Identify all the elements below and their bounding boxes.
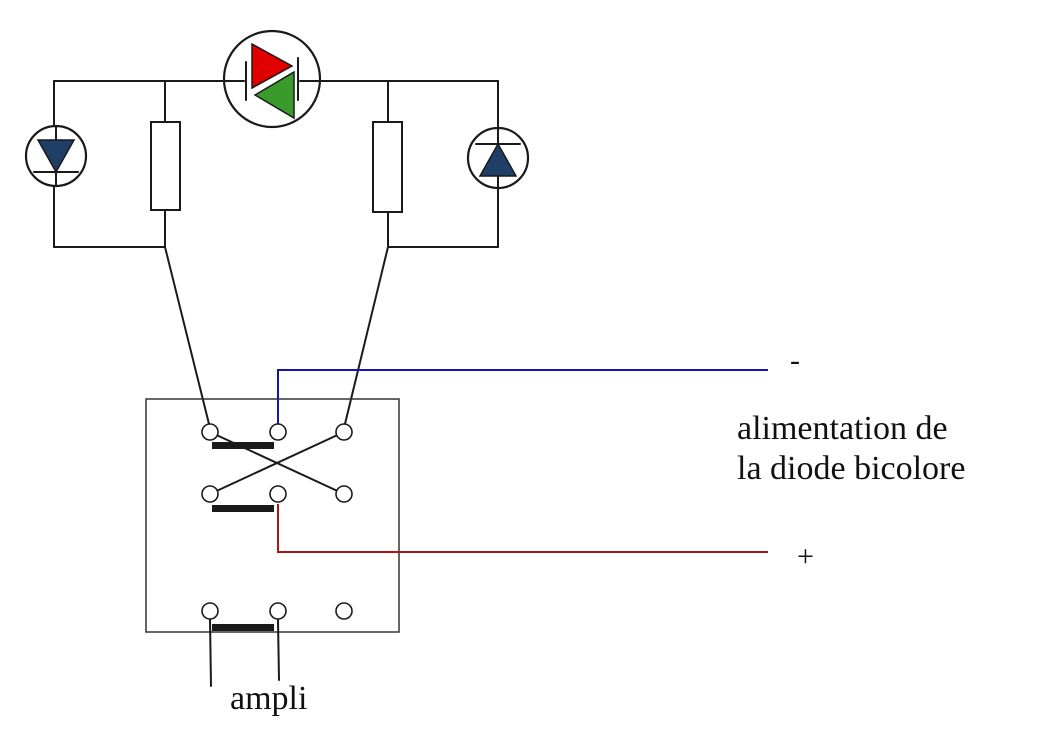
- left-zener-diode-triangle: [36, 139, 76, 174]
- terminal-1-3: [335, 423, 353, 441]
- terminal-1-1: [201, 423, 219, 441]
- bicolor-led-red-triangle: [251, 42, 294, 90]
- switch-box: [145, 398, 400, 633]
- bicolor-led: [222, 29, 322, 129]
- positive-supply-wire: [277, 504, 768, 553]
- contact-bar-row-3: [212, 624, 274, 631]
- bicolor-led-green-triangle: [253, 70, 295, 120]
- switch-cross-wires: [209, 431, 345, 495]
- negative-supply-wire: [277, 369, 768, 424]
- minus-label: -: [790, 344, 800, 377]
- contact-bar-row-1: [212, 442, 274, 449]
- left-resistor: [150, 80, 181, 248]
- ampli-wires: [209, 619, 280, 687]
- terminal-3-1: [201, 602, 219, 620]
- right-zener-diode-branch: [466, 80, 530, 248]
- terminal-2-1: [201, 485, 219, 503]
- plus-label: +: [797, 540, 814, 573]
- right-zener-diode-triangle: [478, 142, 518, 177]
- supply-label-line-1: alimentation de: [737, 410, 948, 447]
- switch-terminals: [201, 423, 353, 620]
- ampli-label: ampli: [230, 680, 308, 717]
- contact-bar-row-2: [212, 505, 274, 512]
- terminal-3-3: [335, 602, 353, 620]
- terminal-3-2: [269, 602, 287, 620]
- right-resistor: [372, 80, 403, 248]
- left-zener-diode-branch: [24, 80, 88, 248]
- supply-label-line-2: la diode bicolore: [737, 450, 966, 487]
- terminal-2-3: [335, 485, 353, 503]
- terminal-1-2: [269, 423, 287, 441]
- terminal-2-2: [269, 485, 287, 503]
- switch-feed-wires: [164, 246, 389, 429]
